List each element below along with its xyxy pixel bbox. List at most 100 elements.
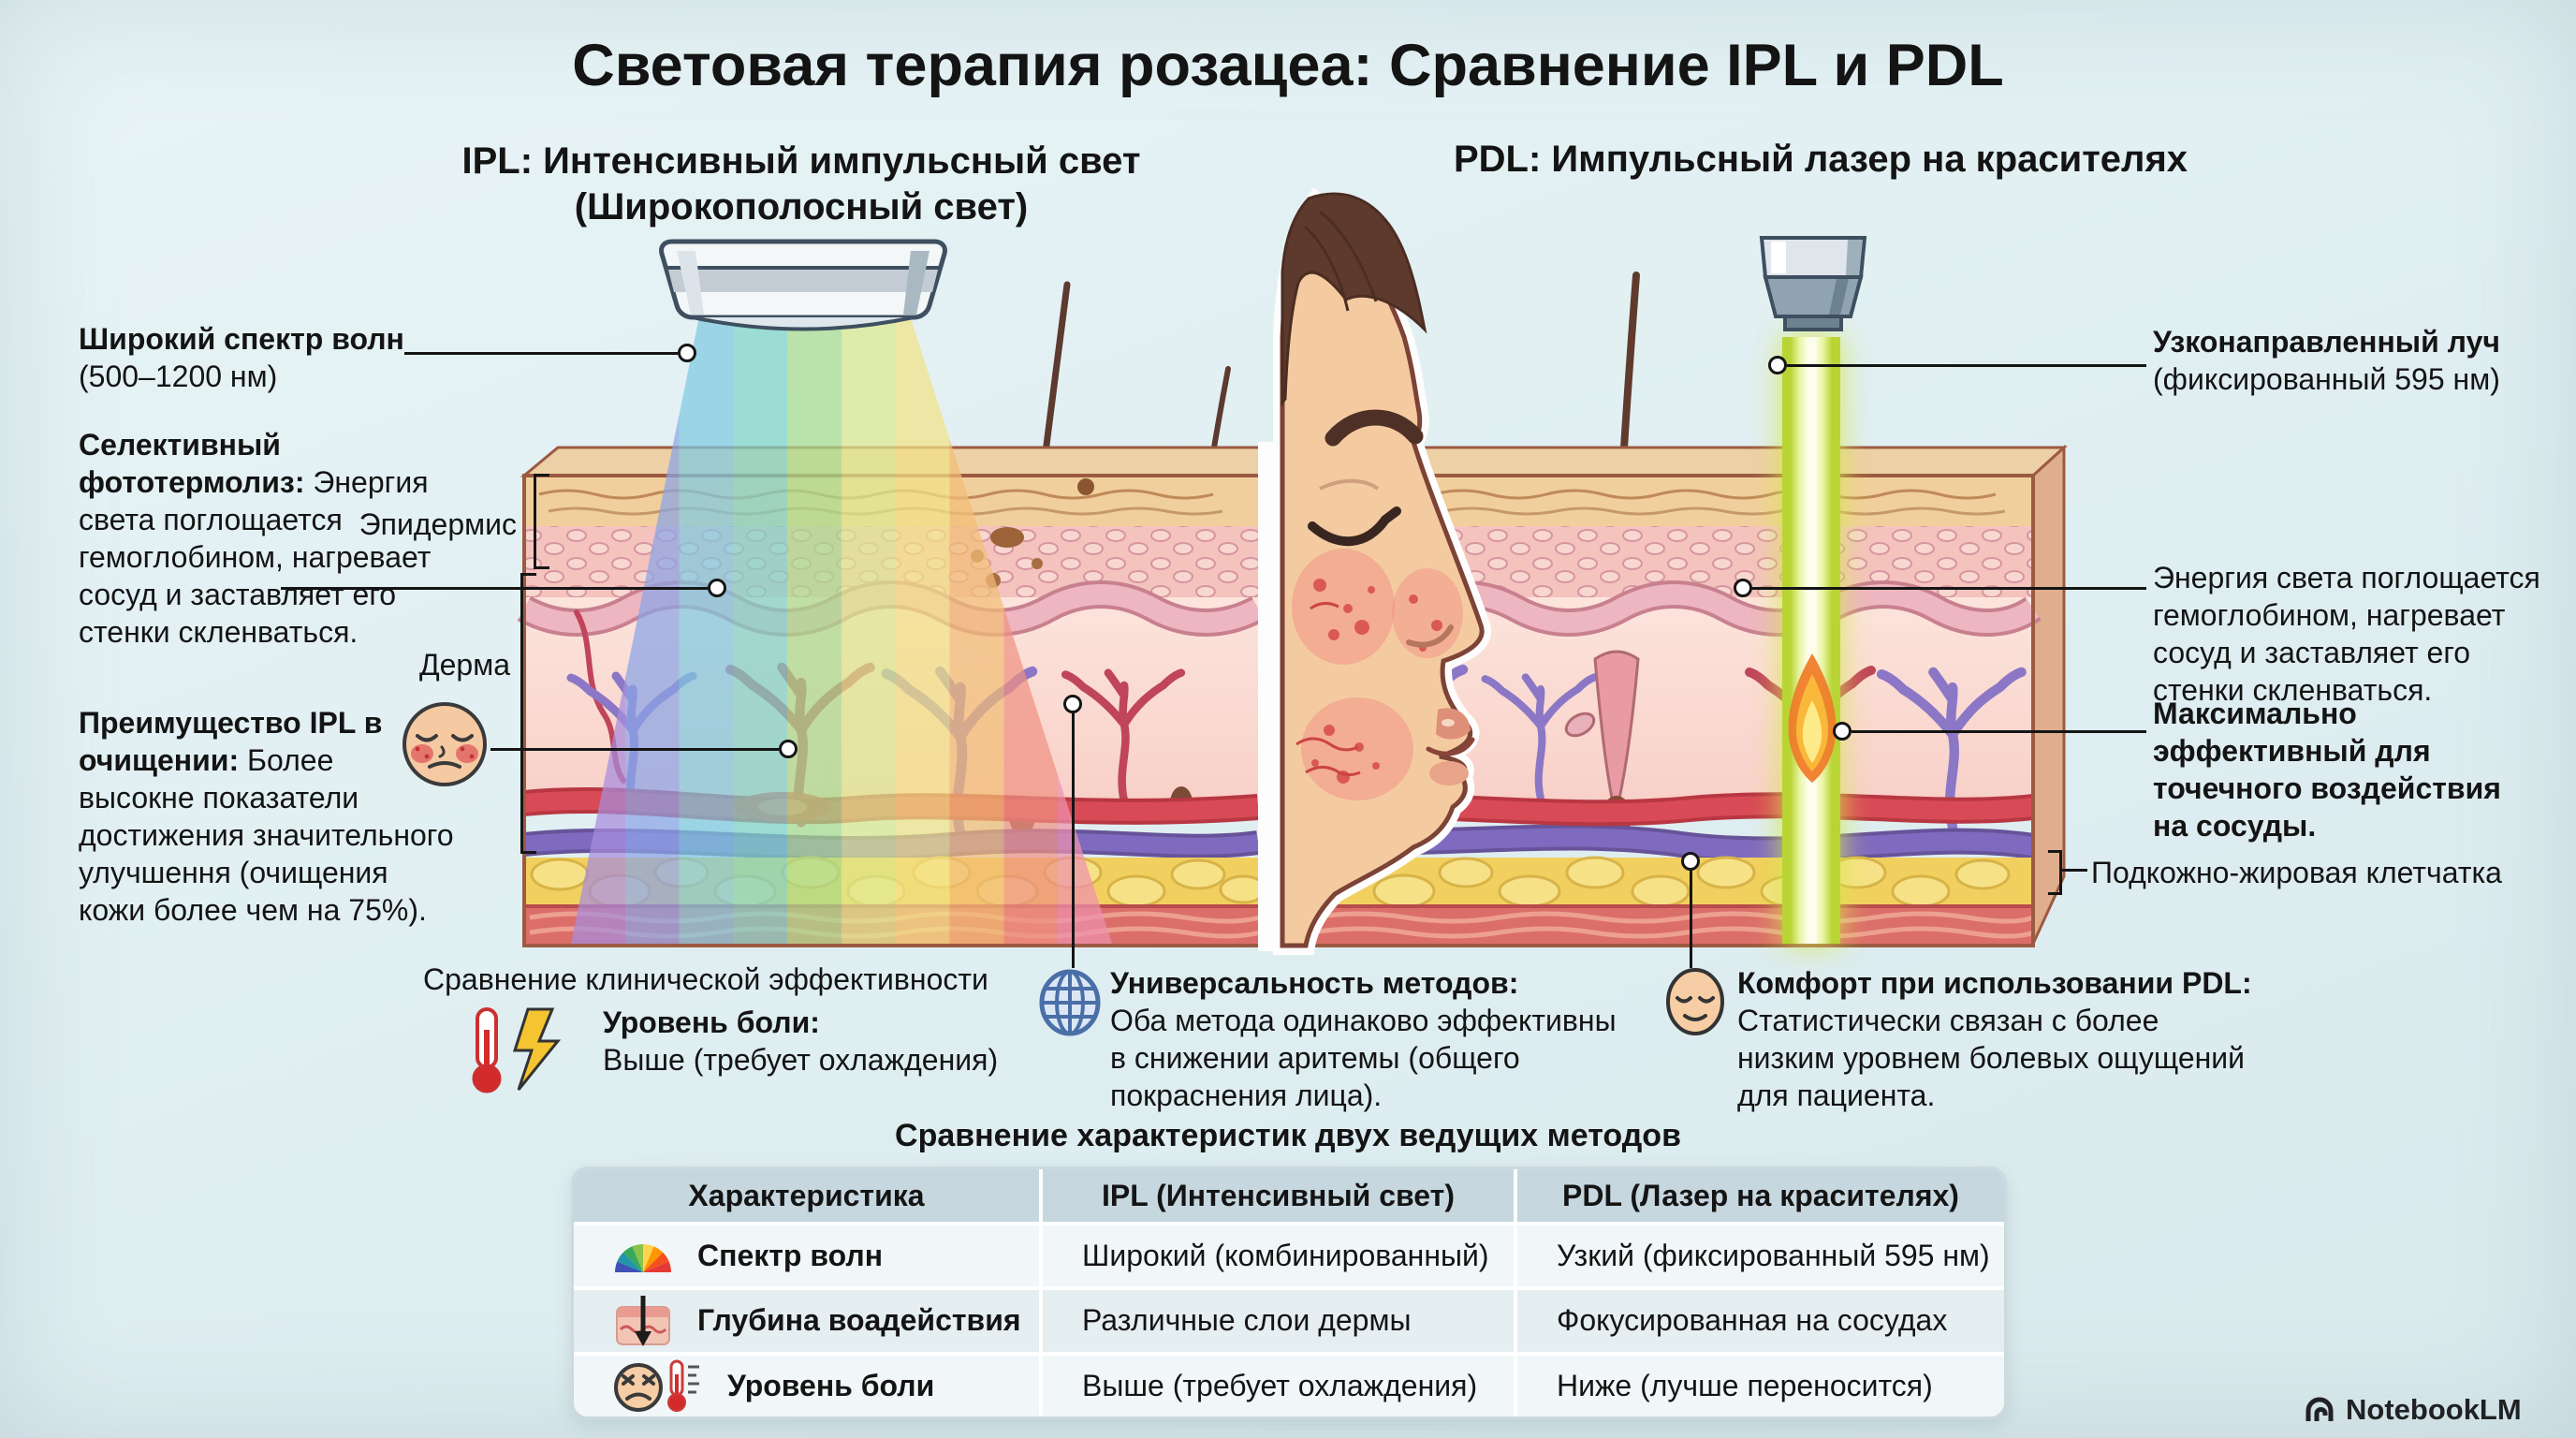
- wide-spectrum-range: (500–1200 нм): [79, 360, 278, 393]
- universal-l1: Оба метода одинаково эффективны: [1110, 1004, 1617, 1037]
- lead-dot-max-effect: [1833, 722, 1852, 741]
- selective-l2r: Энергия: [304, 465, 429, 499]
- derma-bracket: [520, 573, 536, 854]
- ipl-panel-title: IPL: Интенсивный импульсный свет (Широко…: [427, 139, 1176, 230]
- connector-universal: [1072, 712, 1075, 968]
- pain-level-value: Выше (требует охлаждения): [603, 1043, 999, 1077]
- table-cell: Различные слои дермы: [1043, 1290, 1514, 1352]
- universal-finding: Универсальность методов: Оба метода один…: [1110, 964, 1617, 1114]
- fat-bracket: [2048, 850, 2062, 895]
- selective-l3: света поглощается: [79, 503, 343, 536]
- comparison-table: Характеристика IPL (Интенсивный свет) PD…: [571, 1167, 2007, 1419]
- pdl-energy-label: Энергия света поглощается гемоглобином, …: [2153, 559, 2540, 709]
- table-header-ipl: IPL (Интенсивный свет): [1043, 1169, 1514, 1222]
- comfort-label: Комфорт при использовании PDL:: [1737, 966, 2252, 1000]
- pdl-panel-title: PDL: Импульсный лазер на красителях: [1453, 139, 2188, 180]
- clinical-comparison-heading: Сравнение клинической эффективности: [423, 962, 988, 996]
- energy-l2: гемоглобином, нагревает: [2153, 598, 2506, 632]
- pdl-max-effect-label: Максимально эффективный для точечного во…: [2153, 695, 2501, 844]
- max-l4: на сосуды.: [2153, 809, 2317, 843]
- pdl-handpiece-device: [1759, 236, 1867, 331]
- lead-line-narrow-beam: [1787, 364, 2146, 367]
- table-header-characteristic: Характеристика: [574, 1169, 1039, 1222]
- notebooklm-watermark: NotebookLM: [2305, 1393, 2522, 1427]
- selective-l2b: фототермолиз:: [79, 465, 305, 499]
- row-label-pain: Уровень боли: [727, 1368, 935, 1402]
- advantage-l2b: очищении:: [79, 743, 240, 777]
- lead-line-energy: [1752, 587, 2146, 590]
- advantage-l4: достижения значительного: [79, 818, 454, 852]
- page-title: Световая терапия розацеа: Сравнение IPL …: [572, 33, 2004, 98]
- universal-label: Универсальность методов:: [1110, 966, 1519, 1000]
- table-row: Глубина воадействия: [574, 1290, 1039, 1352]
- advantage-l1: Преимущество IPL в: [79, 706, 383, 740]
- calm-face-icon: [1666, 968, 1724, 1035]
- lead-line-selective: [281, 587, 708, 590]
- advantage-l3: высокне показатели: [79, 781, 359, 814]
- epidermis-bracket: [534, 474, 549, 569]
- table-cell: Фокусированная на сосудах: [1517, 1290, 2004, 1352]
- narrow-beam-range: (фиксированный 595 нм): [2153, 362, 2500, 396]
- selective-l1: Селективный: [79, 428, 281, 462]
- fat-bracket-dash: [2061, 869, 2087, 872]
- watermark-text: NotebookLM: [2346, 1393, 2522, 1426]
- lead-dot-narrow-beam: [1768, 356, 1787, 374]
- lead-line-spectrum: [404, 352, 678, 355]
- table-header-pdl: PDL (Лазер на красителях): [1517, 1169, 2004, 1222]
- lead-dot-comfort: [1681, 852, 1700, 871]
- selective-l5: сосуд и заставляет его: [79, 578, 397, 611]
- pdl-laser-beam: [1782, 337, 1840, 944]
- lead-dot-selective: [708, 579, 726, 597]
- rainbow-gauge-icon: [615, 1243, 671, 1272]
- comfort-finding: Комфорт при использовании PDL: Статистич…: [1737, 964, 2252, 1114]
- table-row: Спектр волн: [574, 1225, 1039, 1287]
- lead-dot-spectrum: [678, 344, 696, 362]
- selective-l6: стенки скленваться.: [79, 615, 359, 649]
- energy-l3: сосуд и заставляет его: [2153, 636, 2471, 669]
- pain-level-finding: Уровень боли: Выше (требует охлаждения): [603, 1004, 998, 1078]
- comfort-l2: низким уровнем болевых ощущений: [1737, 1041, 2246, 1075]
- wide-spectrum-label: Широкий спектр волн (500–1200 нм): [79, 320, 404, 395]
- narrow-beam-title: Узконаправленный луч: [2153, 325, 2500, 359]
- advantage-l2r: Более: [239, 743, 334, 777]
- energy-l1: Энергия света поглощается: [2153, 561, 2540, 594]
- lead-dot-universal: [1063, 695, 1082, 713]
- selective-l4: гемоглобином, нагревает: [79, 540, 432, 574]
- notebooklm-logo-icon: [2305, 1397, 2334, 1421]
- ipl-advantage-label: Преимущество IPL в очищении: Более высок…: [79, 704, 454, 929]
- row-label-spectrum: Спектр волн: [697, 1239, 884, 1273]
- connector-comfort: [1690, 869, 1692, 968]
- rosacea-face-icon: [402, 702, 487, 786]
- row-label-depth: Глубина воадействия: [697, 1303, 1021, 1338]
- comfort-l1: Статистически связан с более: [1737, 1004, 2159, 1037]
- thermometer-lightning-icon: [472, 1007, 562, 1093]
- max-l1: Максимально: [2153, 697, 2357, 730]
- table-title: Сравнение характеристик двух ведущих мет…: [895, 1118, 1681, 1153]
- derma-label: Дерма: [418, 648, 510, 682]
- table-cell: Широкий (комбинированный): [1043, 1225, 1514, 1287]
- lead-line-advantage: [490, 748, 779, 751]
- globe-icon: [1039, 969, 1101, 1036]
- universal-l3: покраснения лица).: [1110, 1078, 1383, 1112]
- table-cell: Выше (требует охлаждения): [1043, 1355, 1514, 1416]
- table-cell: Узкий (фиксированный 595 нм): [1517, 1225, 2004, 1287]
- table-row: Уровень боли: [574, 1355, 1039, 1416]
- max-l3: точечного воздействия: [2153, 771, 2501, 805]
- energy-l4: стенки скленваться.: [2153, 673, 2433, 707]
- lead-dot-energy: [1734, 579, 1752, 597]
- wide-spectrum-title: Широкий спектр волн: [79, 322, 404, 356]
- table-cell: Ниже (лучше переносится): [1517, 1355, 2004, 1416]
- max-l2: эффективный для: [2153, 734, 2431, 768]
- subcutaneous-fat-label: Подкожно-жировая клетчатка: [2091, 856, 2502, 889]
- universal-l2: в снижении аритемы (общего: [1110, 1041, 1520, 1075]
- pain-face-thermometer-icon: [614, 1359, 699, 1413]
- ipl-subtitle-line2: (Широкополосный свет): [574, 186, 1029, 227]
- advantage-l6: кожи более чем на 75%).: [79, 893, 427, 927]
- pain-level-label: Уровень боли:: [603, 1005, 820, 1039]
- ipl-handpiece-device: [659, 239, 947, 331]
- lead-dot-advantage: [779, 740, 798, 758]
- comfort-l3: для пациента.: [1737, 1078, 1936, 1112]
- advantage-l5: улучшення (очищения: [79, 856, 388, 889]
- selective-photothermolysis-label: Селективный фототермолиз: Энергия света …: [79, 426, 431, 651]
